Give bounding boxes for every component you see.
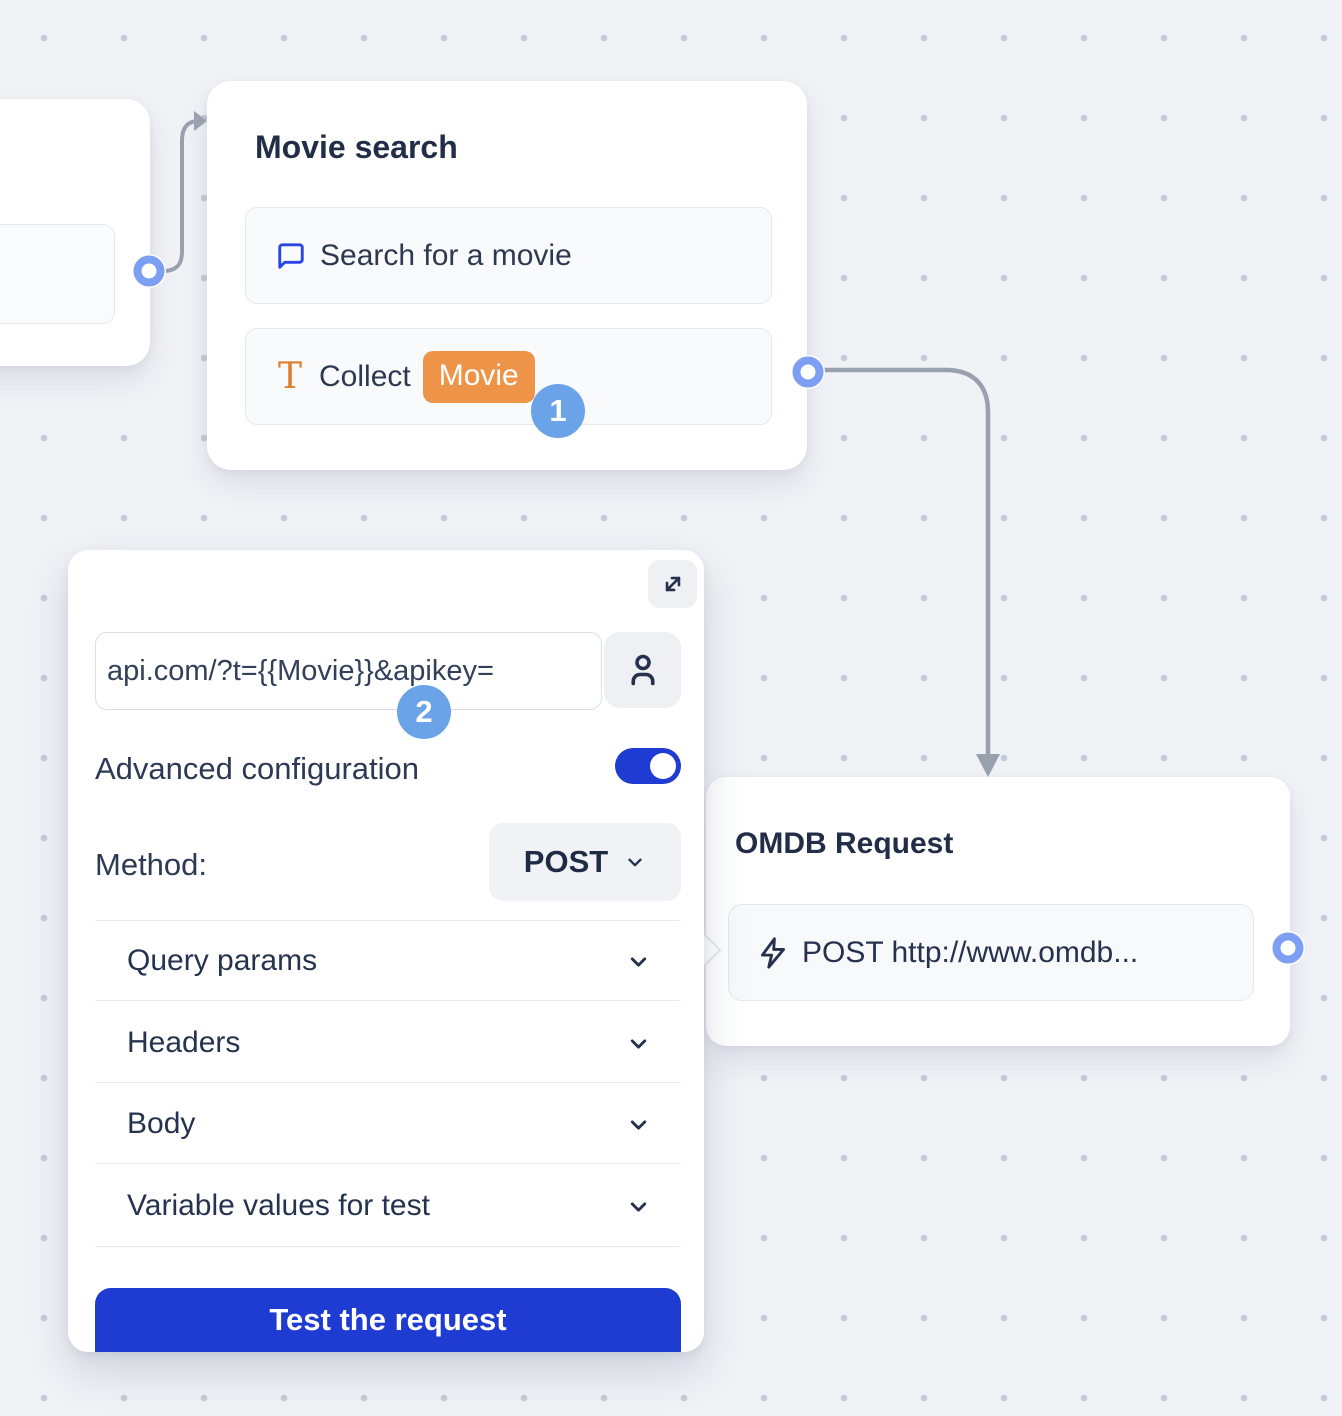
url-value: api.com/?t={{Movie}}&apikey=	[107, 654, 494, 687]
divider	[95, 1082, 681, 1083]
advanced-config-toggle[interactable]	[615, 748, 681, 784]
node-movie-search[interactable]: Movie search Search for a movie T Collec…	[207, 81, 807, 470]
section-variable-values[interactable]: Variable values for test	[95, 1166, 681, 1246]
step-badge-1: 1	[531, 384, 585, 438]
block-label: POST http://www.omdb...	[802, 935, 1139, 969]
block-send-message[interactable]: Search for a movie	[245, 207, 772, 304]
block-label: Search for a movie	[320, 238, 572, 272]
webhook-config-panel: api.com/?t={{Movie}}&apikey= 2 Advanced …	[68, 550, 704, 1352]
section-headers[interactable]: Headers	[95, 1003, 681, 1083]
text-input-icon: T	[278, 355, 303, 397]
step-badge-2: 2	[397, 685, 451, 739]
divider	[95, 1000, 681, 1001]
chevron-down-icon	[626, 1112, 651, 1137]
test-request-button[interactable]: Test the request	[95, 1288, 681, 1352]
chevron-down-icon	[626, 1194, 651, 1219]
chevron-down-icon	[624, 851, 646, 873]
chevron-down-icon	[626, 949, 651, 974]
node-title: Movie search	[255, 129, 458, 165]
section-label: Variable values for test	[127, 1189, 430, 1222]
chevron-down-icon	[626, 1031, 651, 1056]
insert-variable-button[interactable]	[604, 632, 681, 708]
expand-button[interactable]	[648, 560, 697, 608]
divider	[95, 920, 681, 921]
divider	[95, 1246, 681, 1247]
section-label: Body	[127, 1107, 196, 1140]
toggle-knob	[650, 753, 676, 779]
url-input[interactable]: api.com/?t={{Movie}}&apikey=	[95, 632, 602, 710]
connector-movie-to-omdb	[820, 367, 1000, 777]
connector-into-movie-search	[161, 111, 207, 273]
node-title: OMDB Request	[735, 827, 954, 860]
block-webhook[interactable]: POST http://www.omdb...	[728, 904, 1254, 1001]
node-omdb-request[interactable]: OMDB Request POST http://www.omdb...	[684, 777, 1290, 1046]
lightning-icon	[756, 934, 790, 972]
method-dropdown[interactable]: POST	[489, 823, 681, 901]
divider	[95, 1163, 681, 1164]
section-label: Headers	[127, 1026, 241, 1059]
block-collect-input[interactable]: T Collect Movie	[245, 328, 772, 425]
method-label: Method:	[95, 847, 208, 882]
partial-node-card[interactable]	[0, 99, 150, 366]
person-icon	[625, 651, 661, 689]
variable-chip-movie[interactable]: Movie	[422, 350, 535, 403]
section-body[interactable]: Body	[95, 1084, 681, 1164]
section-query-params[interactable]: Query params	[95, 921, 681, 1001]
partial-node-item[interactable]	[0, 224, 115, 324]
expand-icon	[660, 571, 686, 597]
chat-bubble-icon	[276, 240, 306, 272]
block-label: Collect	[319, 359, 411, 393]
advanced-config-label: Advanced configuration	[95, 751, 420, 786]
section-label: Query params	[127, 944, 318, 977]
method-value: POST	[523, 844, 609, 879]
